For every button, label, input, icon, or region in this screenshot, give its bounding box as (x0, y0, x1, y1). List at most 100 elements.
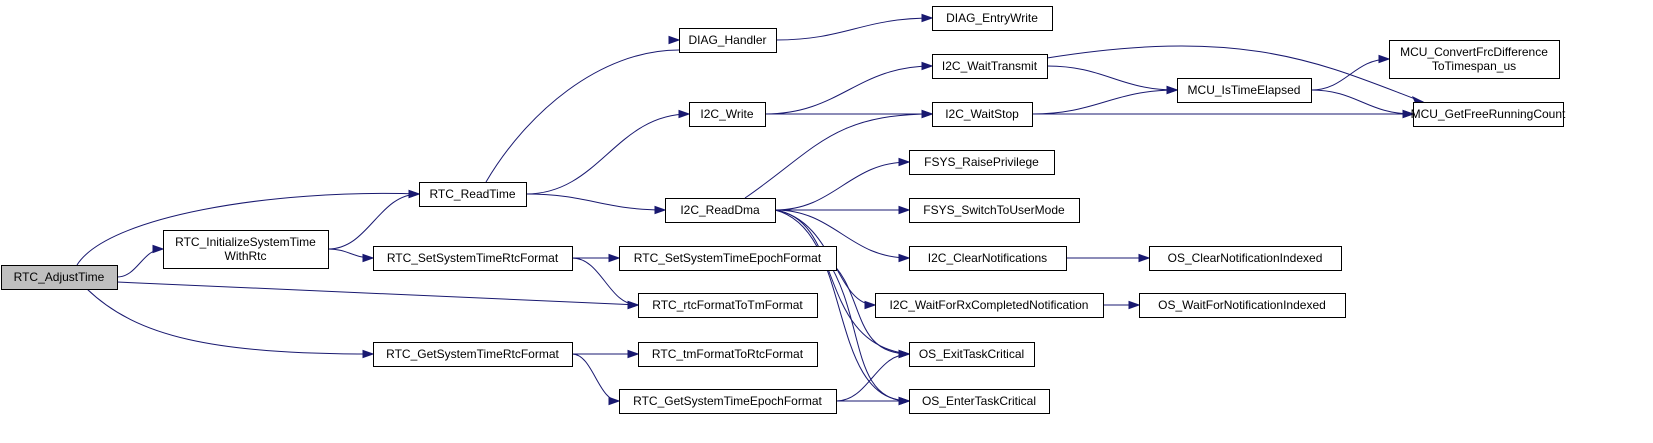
arrowhead-diaghandler-to-diagentry (921, 13, 934, 23)
node-label-getepoch: RTC_GetSystemTimeEpochFormat (633, 394, 822, 408)
arrowhead-i2cwrite-to-waittransmit (921, 61, 934, 71)
arrowhead-adjust-to-init (152, 244, 165, 254)
arrowhead-getepoch-to-exitcrit (898, 349, 911, 359)
node-box-init[interactable] (163, 230, 329, 269)
node-box-waittransmit[interactable] (932, 54, 1048, 79)
node-istimeelapsed[interactable]: MCU_IsTimeElapsed (1177, 78, 1312, 103)
edge-i2creaddma-to-clearnotif (774, 209, 910, 259)
node-label-exitcrit: OS_ExitTaskCritical (919, 347, 1024, 361)
node-waitstop[interactable]: I2C_WaitStop (932, 102, 1033, 127)
node-box-oswait[interactable] (1139, 293, 1346, 318)
node-box-istimeelapsed[interactable] (1177, 78, 1312, 103)
edge-waittransmit-to-istimeelapsed (1046, 65, 1178, 91)
node-i2creaddma[interactable]: I2C_ReadDma (665, 198, 776, 223)
edge-setepoch-to-entercrit (825, 257, 910, 402)
node-label-switchuser: FSYS_SwitchToUserMode (923, 203, 1065, 217)
node-label-entercrit: OS_EnterTaskCritical (922, 394, 1036, 408)
arrowhead-istimeelapsed-to-convertfrc (1378, 54, 1391, 64)
edge-readtime-to-i2creaddma (525, 193, 666, 211)
node-label-init-line-1: RTC_InitializeSystemTime (175, 235, 316, 249)
node-label-rtcformat: RTC_rtcFormatToTmFormat (652, 298, 803, 312)
edge-i2creaddma-to-raisepriv (774, 161, 910, 211)
node-entercrit[interactable]: OS_EnterTaskCritical (909, 389, 1050, 414)
edge-init-to-readtime (327, 193, 420, 250)
edge-readtime-to-diaghandler (485, 49, 680, 183)
node-box-osclear[interactable] (1149, 246, 1342, 271)
node-box-setepoch[interactable] (619, 246, 837, 271)
edge-diaghandler-to-diagentry (775, 17, 933, 41)
node-label-raisepriv: FSYS_RaisePrivilege (924, 155, 1039, 169)
node-box-i2cwrite[interactable] (689, 102, 766, 127)
node-box-readtime[interactable] (419, 182, 527, 207)
arrowhead-istimeelapsed-to-getfree (1402, 109, 1415, 119)
node-label-waittransmit: I2C_WaitTransmit (942, 59, 1038, 73)
arrowhead-i2creaddma-to-waitrx (864, 300, 877, 310)
node-getrtc[interactable]: RTC_GetSystemTimeRtcFormat (373, 342, 573, 367)
node-label-waitstop: I2C_WaitStop (945, 107, 1019, 121)
node-label-getrtc: RTC_GetSystemTimeRtcFormat (386, 347, 559, 361)
edge-istimeelapsed-to-convertfrc (1310, 58, 1390, 91)
node-adjust[interactable]: RTC_AdjustTime (1, 265, 118, 290)
node-label-readtime: RTC_ReadTime (429, 187, 515, 201)
node-box-switchuser[interactable] (909, 198, 1080, 223)
node-label-istimeelapsed: MCU_IsTimeElapsed (1188, 83, 1301, 97)
node-box-adjust[interactable] (1, 265, 118, 290)
node-box-raisepriv[interactable] (909, 150, 1055, 175)
arrowhead-i2creaddma-to-switchuser (898, 205, 911, 215)
node-box-rtcformat[interactable] (638, 293, 818, 318)
node-box-getfree[interactable] (1413, 102, 1564, 127)
edge-adjust-to-readtime (76, 192, 420, 266)
node-rtcformat[interactable]: RTC_rtcFormatToTmFormat (638, 293, 818, 318)
node-label-diagentry: DIAG_EntryWrite (946, 11, 1038, 25)
node-exitcrit[interactable]: OS_ExitTaskCritical (909, 342, 1035, 367)
node-setrtc[interactable]: RTC_SetSystemTimeRtcFormat (373, 246, 573, 271)
node-box-i2creaddma[interactable] (665, 198, 776, 223)
node-label-setrtc: RTC_SetSystemTimeRtcFormat (387, 251, 559, 265)
node-box-diagentry[interactable] (932, 6, 1053, 31)
node-getfree[interactable]: MCU_GetFreeRunningCount (1411, 102, 1566, 127)
edge-i2creaddma-to-exitcrit (774, 209, 910, 355)
arrowhead-waitstop-to-istimeelapsed (1166, 85, 1179, 95)
edge-waitstop-to-istimeelapsed (1031, 89, 1178, 115)
arrowhead-getrtc-to-getepoch (608, 396, 621, 406)
node-box-tmformat[interactable] (638, 342, 818, 367)
node-oswait[interactable]: OS_WaitForNotificationIndexed (1139, 293, 1346, 318)
node-box-exitcrit[interactable] (909, 342, 1035, 367)
node-diagentry[interactable]: DIAG_EntryWrite (932, 6, 1053, 31)
edge-istimeelapsed-to-getfree (1310, 89, 1414, 115)
node-diaghandler[interactable]: DIAG_Handler (679, 28, 777, 53)
node-readtime[interactable]: RTC_ReadTime (419, 182, 527, 207)
node-getepoch[interactable]: RTC_GetSystemTimeEpochFormat (619, 389, 837, 414)
node-box-entercrit[interactable] (909, 389, 1050, 414)
node-label-clearnotif: I2C_ClearNotifications (928, 251, 1047, 265)
node-waitrx[interactable]: I2C_WaitForRxCompletedNotification (875, 293, 1104, 318)
node-waittransmit[interactable]: I2C_WaitTransmit (932, 54, 1048, 79)
arrowhead-setrtc-to-setepoch (608, 253, 621, 263)
arrowhead-init-to-readtime (408, 189, 421, 199)
node-box-clearnotif[interactable] (909, 246, 1067, 271)
arrowhead-adjust-to-getrtc (362, 349, 375, 359)
edge-setepoch-to-exitcrit (825, 257, 910, 355)
node-box-getrtc[interactable] (373, 342, 573, 367)
node-clearnotif[interactable]: I2C_ClearNotifications (909, 246, 1067, 271)
edge-adjust-to-init (116, 248, 164, 278)
node-setepoch[interactable]: RTC_SetSystemTimeEpochFormat (619, 246, 837, 271)
node-raisepriv[interactable]: FSYS_RaisePrivilege (909, 150, 1055, 175)
node-box-getepoch[interactable] (619, 389, 837, 414)
node-osclear[interactable]: OS_ClearNotificationIndexed (1149, 246, 1342, 271)
node-i2cwrite[interactable]: I2C_Write (689, 102, 766, 127)
node-box-convertfrc[interactable] (1389, 40, 1560, 79)
node-label-i2creaddma: I2C_ReadDma (680, 203, 760, 217)
node-box-diaghandler[interactable] (679, 28, 777, 53)
node-box-setrtc[interactable] (373, 246, 573, 271)
node-box-waitstop[interactable] (932, 102, 1033, 127)
node-tmformat[interactable]: RTC_tmFormatToRtcFormat (638, 342, 818, 367)
arrowhead-getepoch-to-entercrit (898, 396, 911, 406)
edge-i2cwrite-to-waittransmit (764, 65, 933, 115)
node-switchuser[interactable]: FSYS_SwitchToUserMode (909, 198, 1080, 223)
node-box-waitrx[interactable] (875, 293, 1104, 318)
node-label-osclear: OS_ClearNotificationIndexed (1168, 251, 1323, 265)
